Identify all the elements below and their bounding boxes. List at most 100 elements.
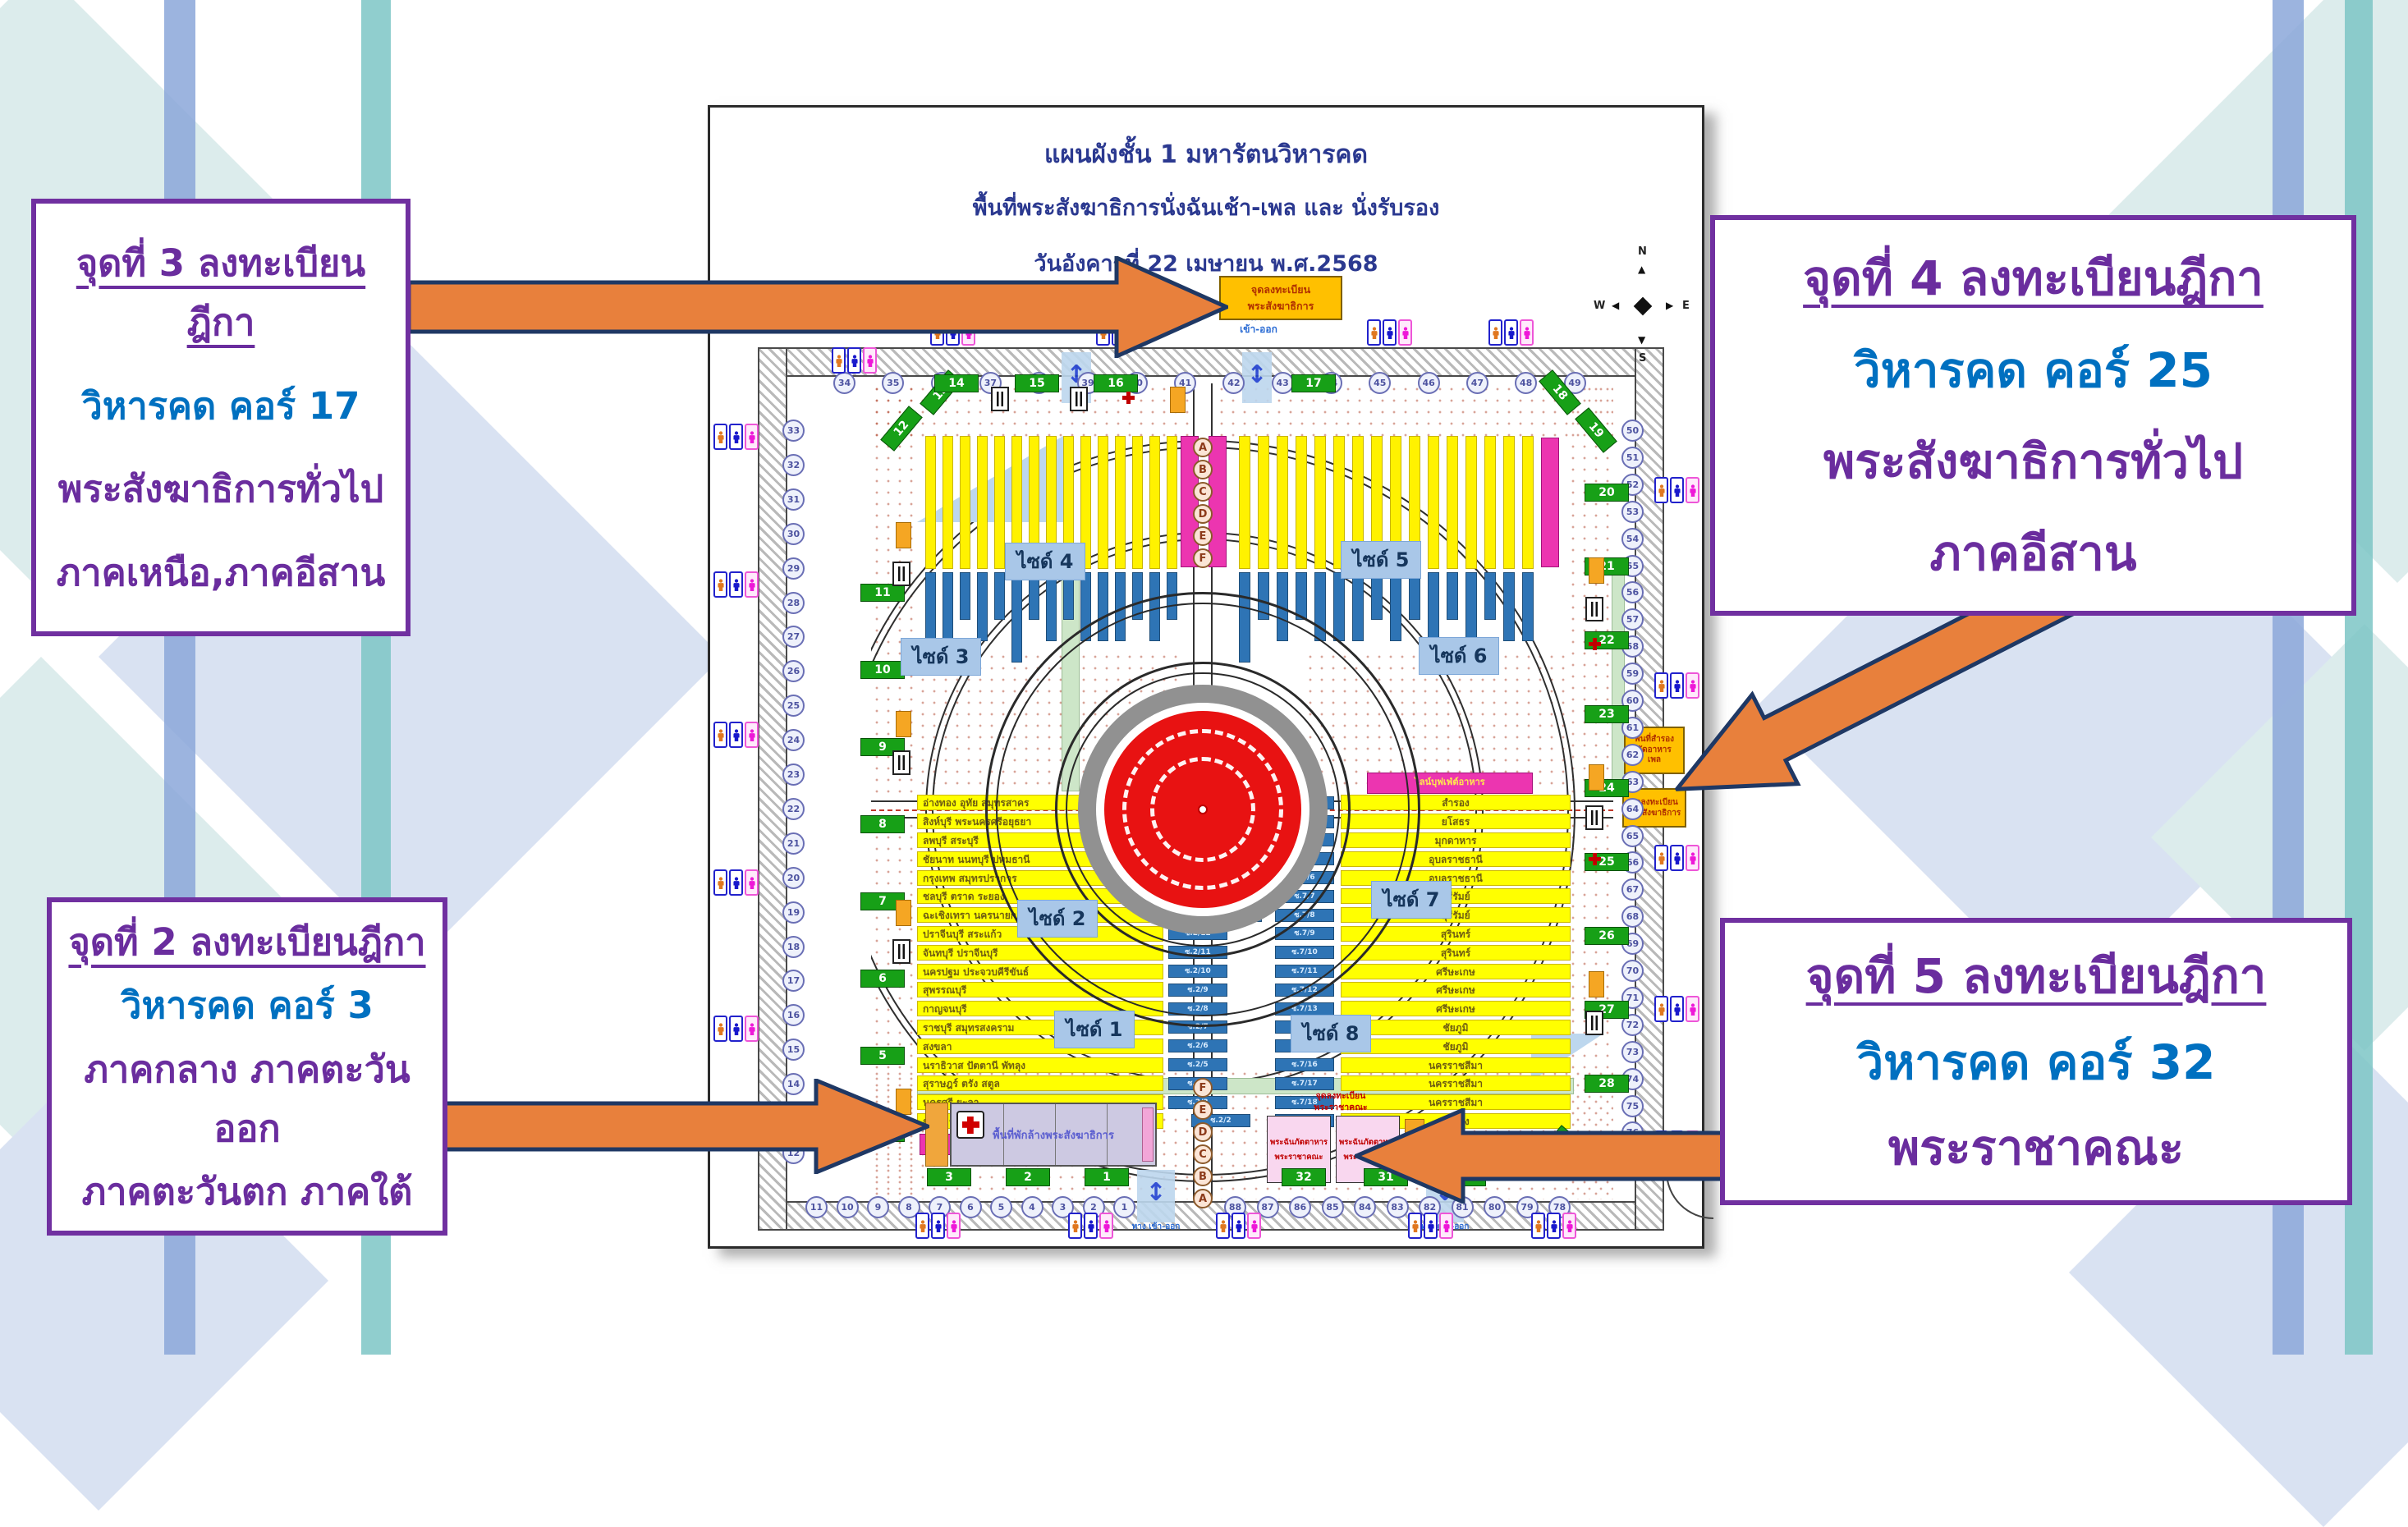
province-cell: นครราชสีมา <box>1341 1094 1571 1111</box>
corridor-number: 2 <box>1006 1168 1050 1186</box>
restroom-icon <box>1654 672 1699 699</box>
perimeter-number: 75 <box>1621 1094 1644 1117</box>
perimeter-number: 27 <box>782 626 805 649</box>
perimeter-number: 84 <box>1354 1196 1376 1218</box>
perimeter-number: 25 <box>782 695 805 718</box>
person-icon <box>1686 996 1699 1022</box>
buffet-strip <box>1181 436 1199 567</box>
person-icon <box>1654 672 1668 699</box>
perimeter-number: 42 <box>1222 372 1245 394</box>
first-aid-icon <box>956 1111 984 1139</box>
callout-detail: พระสังฆาธิการทั่วไป <box>1823 433 2243 490</box>
compass-n: N <box>1638 245 1647 258</box>
registration-box-top: จุดลงทะเบียน พระสังฆาธิการ <box>1219 276 1342 320</box>
corridor-number: 20 <box>1585 484 1629 502</box>
callout-title: จุดที่ 4 ลงทะเบียนฎีกา <box>1803 250 2264 307</box>
corridor-number: 15 <box>1015 374 1059 392</box>
perimeter-number: 73 <box>1621 1040 1644 1063</box>
restroom-icon <box>1068 1213 1113 1239</box>
perimeter-number: 43 <box>1271 372 1294 394</box>
person-icon <box>745 571 759 598</box>
map-date: วันอังคารที่ 22 เมษายน พ.ศ.2568 <box>1034 251 1378 277</box>
perimeter-number: 23 <box>782 764 805 786</box>
compass-arrow-left: ◀ <box>1612 300 1620 311</box>
perimeter-number: 62 <box>1621 743 1644 766</box>
table-strip <box>994 436 1005 569</box>
corridor-number: 16 <box>1094 374 1138 392</box>
perimeter-number: 4 <box>1021 1196 1043 1218</box>
person-icon <box>1504 319 1518 346</box>
red-cross-icon <box>1589 853 1601 865</box>
callout-detail: ภาคเหนือ,ภาคอีสาน <box>56 551 386 595</box>
rest-area-label: พื้นที่พักล้างพระสังฆาธิการ <box>993 1129 1114 1142</box>
person-icon <box>713 571 727 598</box>
person-icon <box>1547 1213 1561 1239</box>
person-icon <box>1531 1213 1545 1239</box>
perimeter-number: 67 <box>1621 878 1644 901</box>
perimeter-number: 57 <box>1621 608 1644 631</box>
column-letter: E <box>1193 526 1213 546</box>
person-icon <box>1654 996 1668 1022</box>
table-row-tag <box>1447 572 1458 620</box>
table-row-tag <box>1522 572 1534 641</box>
entrance-label: ทาง เข้า-ออก <box>1131 1222 1181 1231</box>
callout-title: จุดที่ 2 ลงทะเบียนฎีกา <box>68 919 426 964</box>
perimeter-number: 48 <box>1515 372 1538 394</box>
perimeter-number: 46 <box>1417 372 1440 394</box>
perimeter-number: 34 <box>833 372 855 394</box>
perimeter-number: 1 <box>1113 1196 1135 1218</box>
person-icon <box>947 1213 961 1239</box>
restroom-icon <box>1654 477 1699 503</box>
province-cell: ชัยภูมิ <box>1341 1019 1571 1035</box>
service-box <box>896 522 911 548</box>
person-icon <box>713 722 727 748</box>
person-icon <box>729 571 743 598</box>
perimeter-number: 16 <box>782 1004 805 1027</box>
compass-arrow-right: ▶ <box>1666 300 1674 311</box>
perimeter-number: 56 <box>1621 581 1644 604</box>
dining-icon <box>892 750 910 775</box>
perimeter-number: 9 <box>867 1196 889 1218</box>
perimeter-number: 45 <box>1369 372 1392 394</box>
person-icon <box>745 1016 759 1042</box>
table-strip <box>1080 436 1091 569</box>
perimeter-number: 14 <box>782 1073 805 1096</box>
column-letter: F <box>1193 1078 1213 1098</box>
table-strip <box>960 436 970 569</box>
perimeter-number: 51 <box>1621 446 1644 469</box>
perimeter-number: 31 <box>782 488 805 511</box>
column-letter: C <box>1193 1144 1213 1164</box>
corridor-number: 17 <box>1291 374 1336 392</box>
corridor-number: 28 <box>1585 1075 1629 1093</box>
column-letter: A <box>1193 438 1213 457</box>
dining-icon <box>991 387 1009 411</box>
compass-arrow-down: ▼ <box>1638 334 1646 346</box>
royal-registration-label: จุดลงทะเบียนพระราชาคณะ <box>1314 1091 1368 1112</box>
compass-e: E <box>1682 300 1690 312</box>
callout-detail: พระสังฆาธิการทั่วไป <box>57 467 384 511</box>
registration-box-top-line2: พระสังฆาธิการ <box>1247 300 1314 312</box>
perimeter-number: 21 <box>782 832 805 855</box>
restroom-icon <box>832 347 877 374</box>
restroom-icon <box>713 869 759 896</box>
registration-point-2-box <box>925 1103 948 1167</box>
zone-label-8: ไซด์ 8 <box>1291 1015 1371 1052</box>
table-row-tag <box>1484 572 1496 620</box>
service-box <box>1170 387 1186 413</box>
arrow-to-point-3 <box>409 256 1228 358</box>
person-icon <box>1654 845 1668 871</box>
restroom-icon <box>713 722 759 748</box>
table-strip <box>1447 436 1458 569</box>
person-icon <box>745 424 759 450</box>
perimeter-number: 85 <box>1321 1196 1344 1218</box>
central-pagoda <box>985 592 1420 1027</box>
perimeter-number: 10 <box>836 1196 859 1218</box>
buffet-strip <box>1209 436 1227 567</box>
table-strip <box>1314 436 1326 569</box>
callout-detail: ภาคตะวันตก ภาคใต้ <box>81 1170 413 1214</box>
province-cell: นครราชสีมา <box>1341 1057 1571 1073</box>
perimeter-number: 26 <box>782 660 805 683</box>
wall-top <box>758 347 1664 377</box>
